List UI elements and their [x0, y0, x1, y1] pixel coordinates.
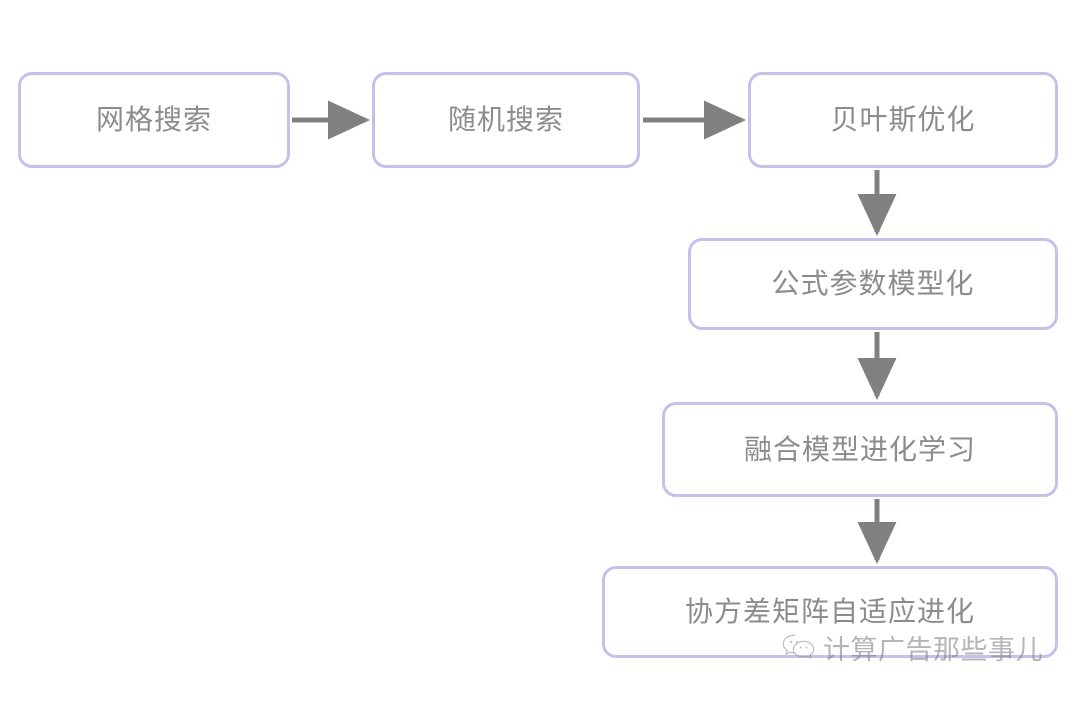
node-random-search-label: 随机搜索: [447, 103, 564, 137]
node-formula-parameter-modeling[interactable]: 公式参数模型化: [688, 238, 1058, 330]
node-covariance-matrix-adaptation-evolution[interactable]: 协方差矩阵自适应进化: [602, 566, 1058, 658]
node-covariance-matrix-adaptation-evolution-label: 协方差矩阵自适应进化: [684, 595, 975, 629]
node-formula-parameter-modeling-label: 公式参数模型化: [771, 267, 975, 301]
node-bayesian-optimization-label: 贝叶斯优化: [830, 103, 976, 137]
node-grid-search[interactable]: 网格搜索: [18, 72, 290, 168]
node-fusion-model-evolutionary-learning[interactable]: 融合模型进化学习: [662, 402, 1058, 497]
node-fusion-model-evolutionary-learning-label: 融合模型进化学习: [743, 432, 976, 466]
node-grid-search-label: 网格搜索: [95, 103, 212, 137]
node-random-search[interactable]: 随机搜索: [372, 72, 640, 168]
node-bayesian-optimization[interactable]: 贝叶斯优化: [748, 72, 1058, 168]
